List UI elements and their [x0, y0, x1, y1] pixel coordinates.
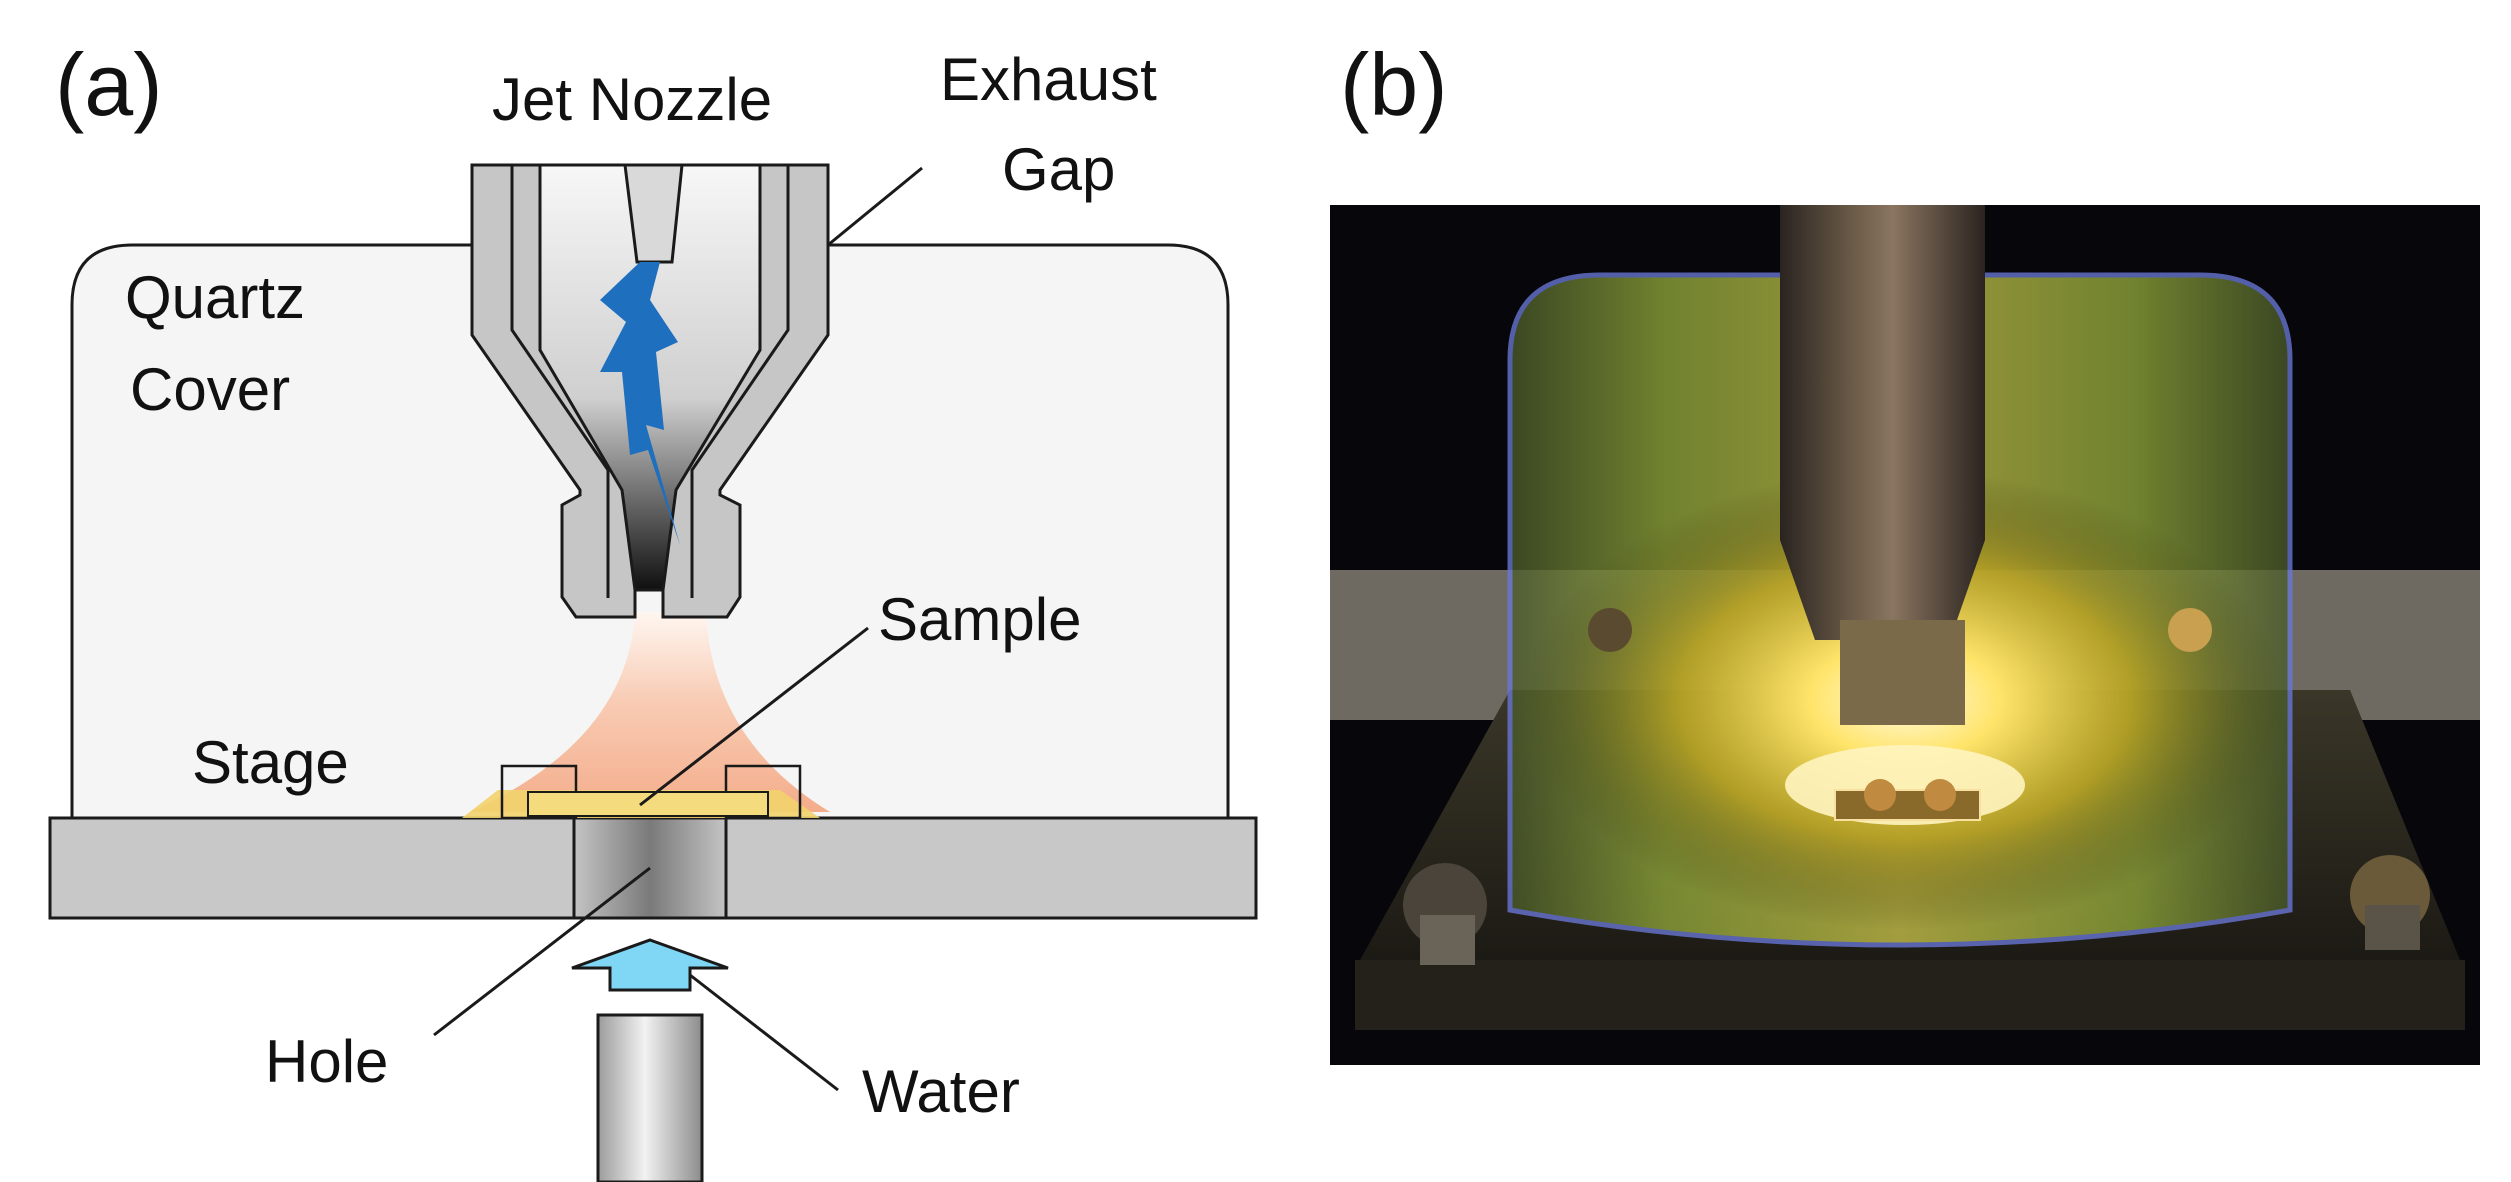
- sample-leader: [639, 626, 869, 807]
- label-water: Water: [862, 1058, 1020, 1125]
- photo-bolt-front-left: [1403, 863, 1487, 965]
- photo: [1330, 205, 2480, 1065]
- jet-nozzle-wall: [510, 165, 790, 598]
- hole-leader: [433, 866, 651, 1037]
- plasma-plume: [470, 612, 830, 812]
- panel-b: (b): [1330, 35, 2480, 1065]
- photo-plate-edge: [1355, 960, 2465, 1030]
- photo-sample-screw-right: [1924, 779, 1956, 811]
- exhaust-leader: [827, 166, 923, 247]
- discharge-lightning: [600, 262, 680, 545]
- label-sample: Sample: [878, 586, 1081, 653]
- stage-plate-left: [48, 816, 576, 920]
- photo-bolt-front-right: [2350, 855, 2430, 950]
- label-jet-nozzle: Jet Nozzle: [492, 66, 772, 133]
- label-stage: Stage: [192, 729, 349, 796]
- stage-plate-right: [724, 816, 1258, 920]
- water-arrow: [571, 938, 729, 992]
- panel-a-letter: (a): [55, 35, 163, 134]
- photo-nozzle-rod: [1780, 205, 1985, 510]
- photo-nozzle-taper: [1780, 505, 1985, 640]
- panel-a: (a) Jet Nozzle Exha: [48, 35, 1258, 1182]
- electrode: [623, 163, 684, 264]
- water-tube: [596, 1013, 704, 1182]
- photo-bolt-back-left: [1588, 608, 1632, 652]
- photo-sample-screw-left: [1864, 779, 1896, 811]
- label-cover: Cover: [130, 356, 290, 423]
- photo-bolt-back-right: [2168, 608, 2212, 652]
- panel-b-letter: (b): [1340, 35, 1448, 134]
- photo-nozzle-tip: [1840, 620, 1965, 725]
- label-gap: Gap: [1002, 136, 1115, 203]
- water-leader: [689, 973, 839, 1092]
- label-exhaust: Exhaust: [940, 46, 1157, 113]
- label-quartz: Quartz: [125, 264, 305, 331]
- label-hole: Hole: [265, 1028, 388, 1095]
- sample: [527, 791, 769, 817]
- photo-sample: [1834, 789, 1981, 821]
